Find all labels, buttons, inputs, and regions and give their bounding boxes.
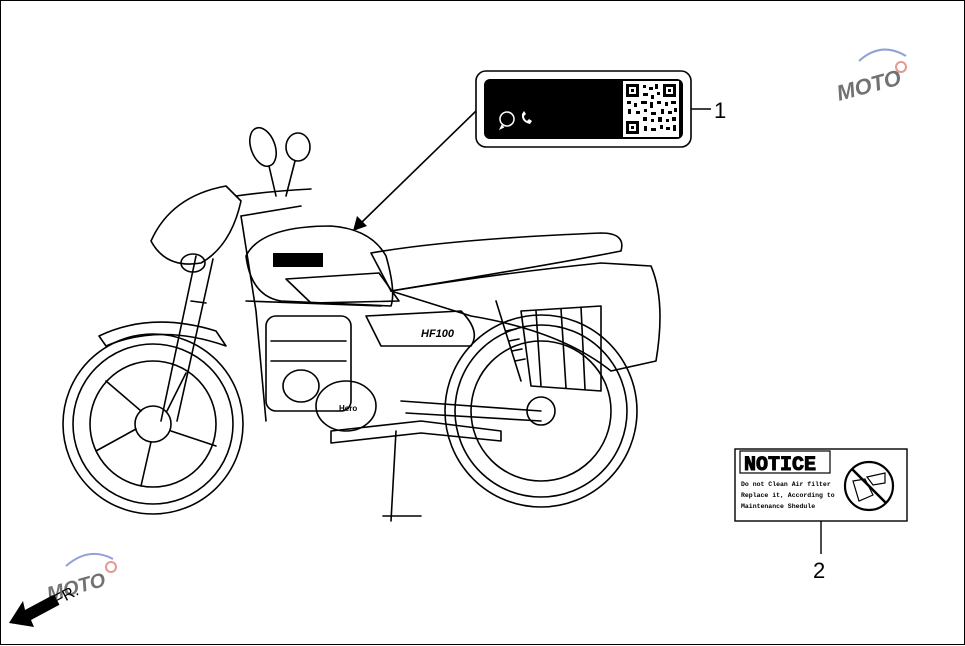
engine <box>265 315 377 432</box>
watermark-top-right: MOTO <box>834 48 907 106</box>
motorcycle-drawing <box>62 126 661 522</box>
fuel-tank <box>245 225 394 307</box>
side-stand <box>382 430 422 522</box>
care-headline: EXPERIENCE THE CARE <box>490 94 619 106</box>
watermark-text: MOTO <box>834 65 904 106</box>
phone-icon <box>521 111 532 124</box>
mirrors <box>249 126 311 197</box>
engine-badge-text: Hero <box>339 404 357 413</box>
tank-badge-text: Hero <box>283 256 306 267</box>
arrow-left-icon <box>9 595 59 627</box>
front-fork <box>160 255 214 422</box>
qr-code <box>623 81 679 137</box>
side-panel <box>365 310 476 347</box>
no-cleaning-symbol <box>843 460 895 512</box>
swing-arm <box>400 400 542 422</box>
sticker-notice: NOTICE Do not Clean Air filter Replace i… <box>734 448 908 522</box>
seat <box>370 232 623 292</box>
notice-title: NOTICE <box>744 454 816 477</box>
arrow-to-tank <box>353 110 477 231</box>
handlebar <box>235 188 312 217</box>
luggage-carrier <box>520 305 602 392</box>
notice-line-1: Do not Clean Air filter <box>741 481 831 488</box>
rear-wheel <box>444 314 638 508</box>
callout-1-number: 1 <box>714 98 726 123</box>
notice-line-2: Replace it, According to <box>741 492 835 499</box>
tank-brand-badge: Hero <box>273 253 323 267</box>
engine-badge: Hero <box>339 404 357 413</box>
rear-tail <box>390 262 661 372</box>
callout-2: 2 <box>813 521 825 583</box>
care-phone: +91 8367796950 <box>534 114 610 125</box>
frame-tube <box>240 215 382 422</box>
whatsapp-icon <box>498 111 515 131</box>
headlamp-cowl <box>150 185 242 265</box>
callout-1: 1 <box>691 98 726 123</box>
notice-line-3: Maintenance Shedule <box>741 503 815 510</box>
front-wheel <box>62 333 244 515</box>
model-badge: HF100 <box>421 328 455 340</box>
model-badge-text: HF100 <box>421 328 455 340</box>
rear-shock <box>495 300 526 382</box>
callout-2-number: 2 <box>813 558 825 583</box>
front-fender <box>98 321 227 347</box>
sticker-care: EXPERIENCE THE CARE +91 8367796950 <box>475 70 692 148</box>
exhaust <box>330 420 502 444</box>
